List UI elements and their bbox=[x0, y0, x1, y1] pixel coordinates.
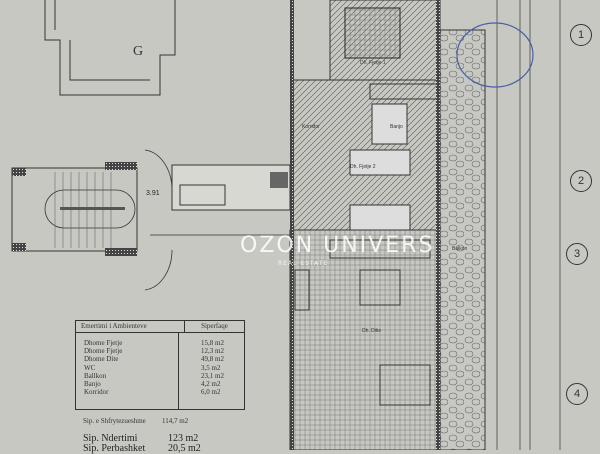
header-area: Siperfaqe bbox=[201, 322, 228, 330]
axis-marker: 1 bbox=[570, 24, 592, 46]
room-name: WC bbox=[84, 363, 96, 372]
stamp bbox=[456, 22, 534, 88]
room-name: Korridor bbox=[84, 388, 109, 397]
room-label: Banjo bbox=[390, 124, 403, 130]
room-label: Dh. Fjetje 2 bbox=[350, 164, 376, 170]
svg-text:G: G bbox=[133, 44, 143, 59]
header-room: Emertimi i Ambienteve bbox=[76, 321, 185, 332]
room-area: 49,8 m2 bbox=[201, 355, 224, 364]
room-name: Banjo bbox=[84, 380, 101, 389]
axis-marker: 2 bbox=[570, 170, 592, 192]
built-area-value: 123 m2 bbox=[168, 433, 199, 444]
room-area: 6,0 m2 bbox=[201, 388, 221, 397]
usable-area-value: 114,7 m2 bbox=[162, 417, 189, 425]
usable-area-label: Sip. e Shfrytezueshme bbox=[83, 417, 146, 425]
stair-height-label: 3.91 bbox=[146, 190, 160, 197]
room-label: Dh. Fjetje 1 bbox=[360, 60, 386, 66]
apartment: Dh. Fjetje 1 Banjo Korridor Dh. Fjetje 2… bbox=[171, 0, 486, 450]
common-area-value: 20,5 m2 bbox=[168, 443, 201, 454]
area-table: Emertimi i Ambienteve Siperfaqe Dhome Fj… bbox=[75, 320, 245, 410]
watermark-sub: REAL ESTATE bbox=[278, 260, 329, 267]
room-area: 15,8 m2 bbox=[201, 339, 224, 347]
room-label: Korridor bbox=[302, 124, 320, 130]
axis-marker: 3 bbox=[566, 243, 588, 265]
room-name: Dhome Dite bbox=[84, 355, 119, 364]
common-area-label: Sip. Perbashket bbox=[83, 443, 146, 454]
room-area: 12,3 m2 bbox=[201, 347, 224, 356]
watermark: OZON UNIVERS bbox=[240, 233, 435, 258]
neighbour-block: G bbox=[44, 0, 176, 96]
built-area-label: Sip. Ndertimi bbox=[83, 433, 138, 444]
room-area: 23,1 m2 bbox=[201, 371, 224, 380]
room-name: Ballkon bbox=[84, 371, 107, 380]
room-name: Dhome Fjetje bbox=[84, 339, 123, 347]
stair-core bbox=[11, 162, 138, 256]
axis-marker: 4 bbox=[566, 383, 588, 405]
room-label: Balkon bbox=[452, 246, 468, 252]
room-area: 4,2 m2 bbox=[201, 380, 221, 389]
room-name: Dhome Fjetje bbox=[84, 347, 123, 356]
room-area: 3,5 m2 bbox=[201, 363, 221, 372]
room-label: Dh. Ditie bbox=[362, 328, 381, 334]
